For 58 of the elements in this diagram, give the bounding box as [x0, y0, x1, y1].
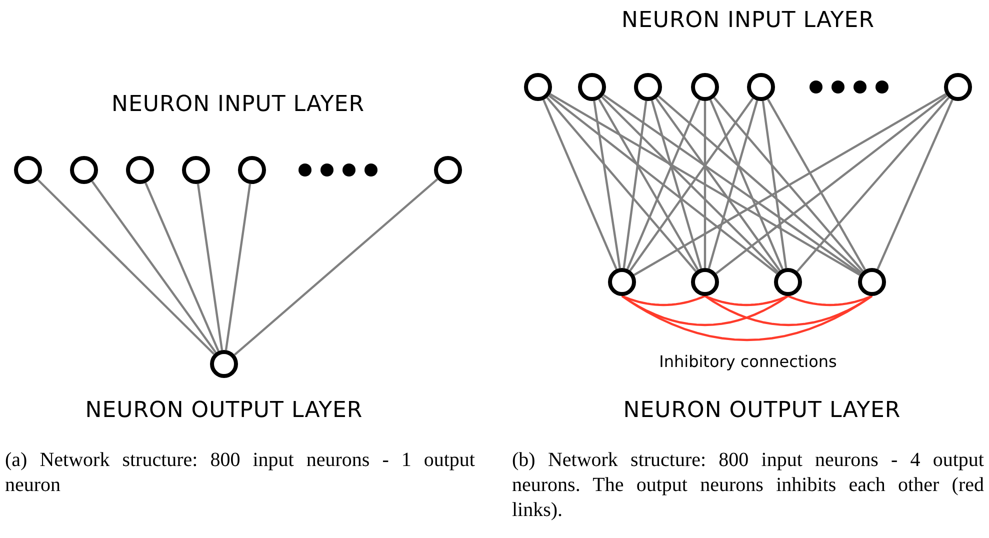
neuron-circle [210, 350, 238, 378]
connection-note: Inhibitory connections [659, 352, 837, 371]
inhibitory-link [788, 294, 872, 306]
connection-line [542, 99, 618, 270]
connection-line [196, 184, 224, 350]
connection-line [144, 182, 220, 352]
neuron-circle [858, 268, 886, 296]
layer-title: NEURON OUTPUT LAYER [85, 398, 363, 423]
connection-line [709, 99, 784, 270]
connection-line [601, 96, 779, 273]
connection-line [762, 100, 788, 268]
neuron-circle [14, 156, 42, 184]
connection-line [796, 96, 950, 272]
neuron-circle [126, 156, 154, 184]
layer-title: NEURON OUTPUT LAYER [623, 398, 901, 423]
inhibitory-link [621, 295, 873, 342]
connection-line [704, 101, 706, 268]
connection-line [658, 95, 862, 274]
connection-line [91, 180, 217, 354]
connection-line [634, 93, 946, 276]
connection-line [224, 184, 252, 350]
connection-line [626, 99, 701, 270]
neuron-circle [691, 268, 719, 296]
connection-line [622, 100, 648, 268]
neuron-circle [578, 73, 606, 101]
connection-line [766, 98, 866, 270]
layer-title: NEURON INPUT LAYER [622, 8, 874, 33]
connection-line [713, 96, 864, 272]
connection-line [708, 100, 758, 269]
layer-title: NEURON INPUT LAYER [112, 92, 364, 117]
connection-line [550, 93, 860, 276]
neuron-circle [944, 73, 972, 101]
connection-line [876, 99, 954, 270]
connection-line [37, 179, 215, 355]
connection-line [593, 100, 621, 268]
connection-line [598, 98, 699, 270]
neuron-circle [182, 156, 210, 184]
neuron-circle [634, 73, 662, 101]
neuron-circle [524, 73, 552, 101]
neuron-circle [608, 268, 636, 296]
connection-line [715, 94, 948, 274]
connection-line [602, 94, 862, 275]
connection-line [546, 96, 697, 272]
neuron-circle [774, 268, 802, 296]
neuron-circle [747, 73, 775, 101]
neuron-circle [691, 73, 719, 101]
neuron-circle [434, 156, 462, 184]
connection-line [629, 98, 754, 272]
inhibitory-link [704, 294, 788, 306]
figure-caption: (b) Network structure: 800 input neurons - 4 output neurons. The output neurons inhibits each other (red links). [512, 448, 984, 523]
connection-line [548, 94, 778, 274]
connection-line [655, 98, 781, 272]
neuron-circle [70, 156, 98, 184]
figure-caption: (a) Network structure: 800 input neurons - 1 output neuron [5, 448, 475, 498]
neuron-circle [238, 156, 266, 184]
inhibitory-link [622, 294, 706, 306]
connection-line [234, 178, 438, 356]
connection-line [650, 100, 702, 269]
